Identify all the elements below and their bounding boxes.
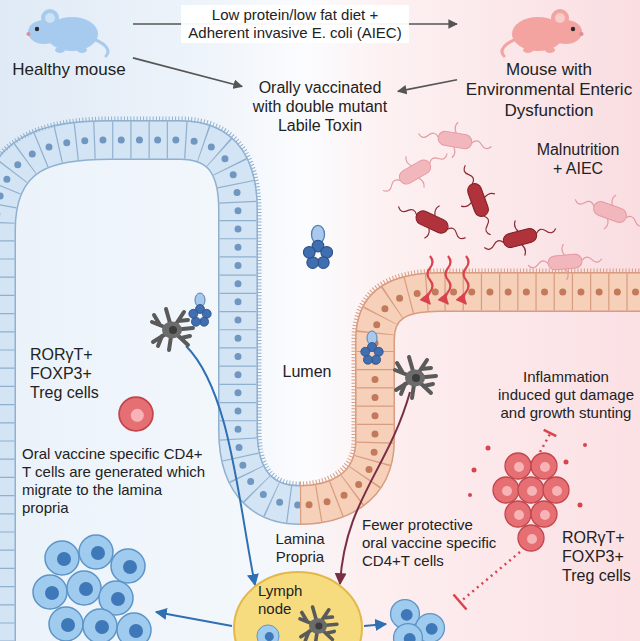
- aiec-bacteria: [480, 211, 561, 265]
- inhibition-line: [544, 430, 557, 436]
- cd4-t-cell: [394, 624, 423, 641]
- cd4-t-cell: [33, 575, 67, 609]
- cd4-t-cell: [79, 535, 113, 569]
- cytokine-dot: [468, 443, 587, 508]
- migration-arrow: [156, 346, 410, 626]
- aiec-bacteria: [374, 138, 456, 206]
- healthy-epithelium: [0, 140, 300, 641]
- effect-label: Inflammation induced gut damage and grow…: [496, 368, 636, 422]
- inflammation-arrow: [428, 256, 469, 304]
- aiec-bacteria: [391, 190, 473, 254]
- healthy-epithelium: [0, 140, 300, 641]
- region-label: Lumen: [262, 362, 352, 381]
- node-text: Mouse with Environmental Enteric Dysfunc…: [460, 2, 638, 121]
- cell-label: RORγT+ FOXP3+ Treg cells: [30, 345, 110, 403]
- cytokine-dot: [472, 468, 477, 473]
- labile-toxin: [189, 225, 383, 364]
- treg-cell: [543, 477, 569, 503]
- lymph-node-outline: [232, 570, 364, 641]
- cytokine-dot: [583, 443, 587, 447]
- cell-label: RORγT+ FOXP3+ Treg cells: [562, 528, 636, 586]
- condition-label: Malnutrition + AIEC: [532, 140, 624, 178]
- node-text: Healthy mouse: [8, 2, 130, 80]
- flow-arrow: [133, 58, 242, 87]
- aiec-bacteria: [569, 182, 640, 241]
- lymph-node: Lymph node: [232, 570, 364, 641]
- labile-toxin: [361, 331, 383, 364]
- flow-arrow: [398, 80, 457, 92]
- mouse-group: Mouse with Environmental Enteric Dysfunc…: [460, 2, 638, 121]
- aiec-bacteria: [527, 241, 604, 283]
- damaged-epithelium: [300, 292, 640, 505]
- inhibition-line: [460, 552, 520, 602]
- dendritic-cell: [395, 357, 436, 398]
- aiec-bacteria: [415, 116, 494, 164]
- cytokine-dot: [564, 460, 569, 465]
- healthy-epithelium: [0, 140, 300, 641]
- mouse-group: Healthy mouse: [8, 2, 130, 80]
- node-text: Orally vaccinated with double mutant Lab…: [245, 78, 395, 136]
- healthy-epithelium: [0, 119, 300, 641]
- migration-arrow: [156, 612, 232, 626]
- region-label: Lamina Propria: [260, 530, 340, 566]
- damaged-epithelium: [300, 271, 640, 505]
- inhibition-line: [540, 434, 550, 452]
- inhibition-line: [454, 595, 467, 610]
- edge-label: Low protein/low fat diet + Adherent inva…: [181, 5, 409, 43]
- migration-arrow: [364, 624, 386, 626]
- treg-cell: [505, 453, 531, 479]
- treg-cell: [119, 397, 153, 431]
- cd4-t-cell: [67, 571, 101, 605]
- damaged-epithelium: [300, 292, 640, 505]
- treg-cell: [531, 453, 557, 479]
- cytokine-dot: [578, 503, 583, 508]
- treg-cell: [518, 525, 544, 551]
- healthy-epithelium: [0, 140, 300, 641]
- node-text: Lymph node: [258, 570, 320, 618]
- treg-cell: [518, 477, 544, 503]
- cd4-t-cell: [111, 549, 145, 583]
- mouse-icon: [27, 9, 109, 56]
- treg-cell: [493, 477, 519, 503]
- mouse-icon: [502, 9, 584, 56]
- labile-toxin: [303, 225, 332, 268]
- healthy-epithelium: [0, 119, 300, 484]
- cd4-t-cell: [45, 541, 79, 575]
- dendritic-cell: [152, 309, 193, 350]
- cd4-t-cell: [117, 613, 151, 641]
- description-label: Fewer protective oral vaccine specific C…: [362, 516, 500, 570]
- inflammation-arrow: [464, 256, 469, 304]
- cd4-t-cell: [49, 607, 83, 641]
- cytokine-dot: [486, 446, 491, 451]
- inflammation-arrow: [446, 256, 451, 304]
- inflammation-arrow: [428, 256, 433, 304]
- labile-toxin: [189, 293, 211, 326]
- cytokine-dot: [468, 493, 472, 497]
- step-text: Orally vaccinated with double mutant Lab…: [245, 78, 395, 136]
- lamina-propria: [0, 140, 640, 641]
- aiec-bacteria: [374, 116, 640, 283]
- treg-cell: [531, 501, 557, 527]
- aiec-bacteria: [448, 159, 507, 241]
- description-label: Oral vaccine specific CD4+ T cells are g…: [22, 445, 212, 517]
- damaged-epithelium: [300, 292, 640, 505]
- damaged-epithelium: [300, 292, 640, 505]
- cd4-t-cell: [83, 609, 117, 641]
- damaged-epithelium: [300, 271, 640, 484]
- treg-cell: [505, 501, 531, 527]
